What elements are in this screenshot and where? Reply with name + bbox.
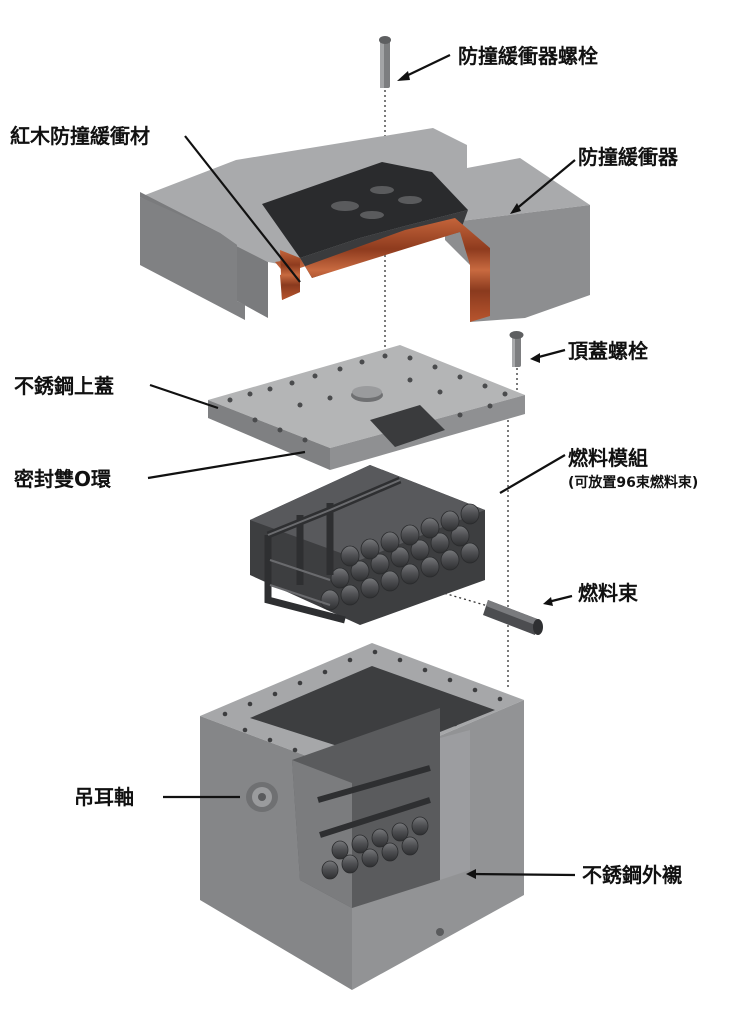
label-bumper-bolt: 防撞緩衝器螺栓 [458,44,598,68]
outer-liner-part [200,643,524,990]
label-fuel-module: 燃料模組 [568,446,648,470]
label-double-o-ring-seal: 密封雙O環 [14,467,112,491]
labels: 防撞緩衝器螺栓 紅木防撞緩衝材 防撞緩衝器 頂蓋螺栓 不銹鋼上蓋 燃料模組 (可… [10,44,698,887]
lid-part [208,345,525,470]
label-fuel-bundle: 燃料束 [578,581,639,605]
bumper-part [140,128,590,322]
label-top-bolt: 頂蓋螺栓 [568,339,648,363]
label-stainless-lid: 不銹鋼上蓋 [14,374,114,398]
label-bumper: 防撞緩衝器 [578,145,679,169]
top-bolt-part [509,331,524,367]
leader-lines [147,54,576,879]
label-redwood-bumper-material: 紅木防撞緩衝材 [10,124,150,148]
label-fuel-module-note: (可放置96束燃料束) [568,474,698,491]
label-stainless-outer-liner: 不銹鋼外襯 [582,863,682,887]
bumper-bolt-part [379,36,391,88]
label-trunnion: 吊耳軸 [74,785,134,809]
fuel-module-part [250,465,485,625]
fuel-bundle-part [483,600,543,635]
